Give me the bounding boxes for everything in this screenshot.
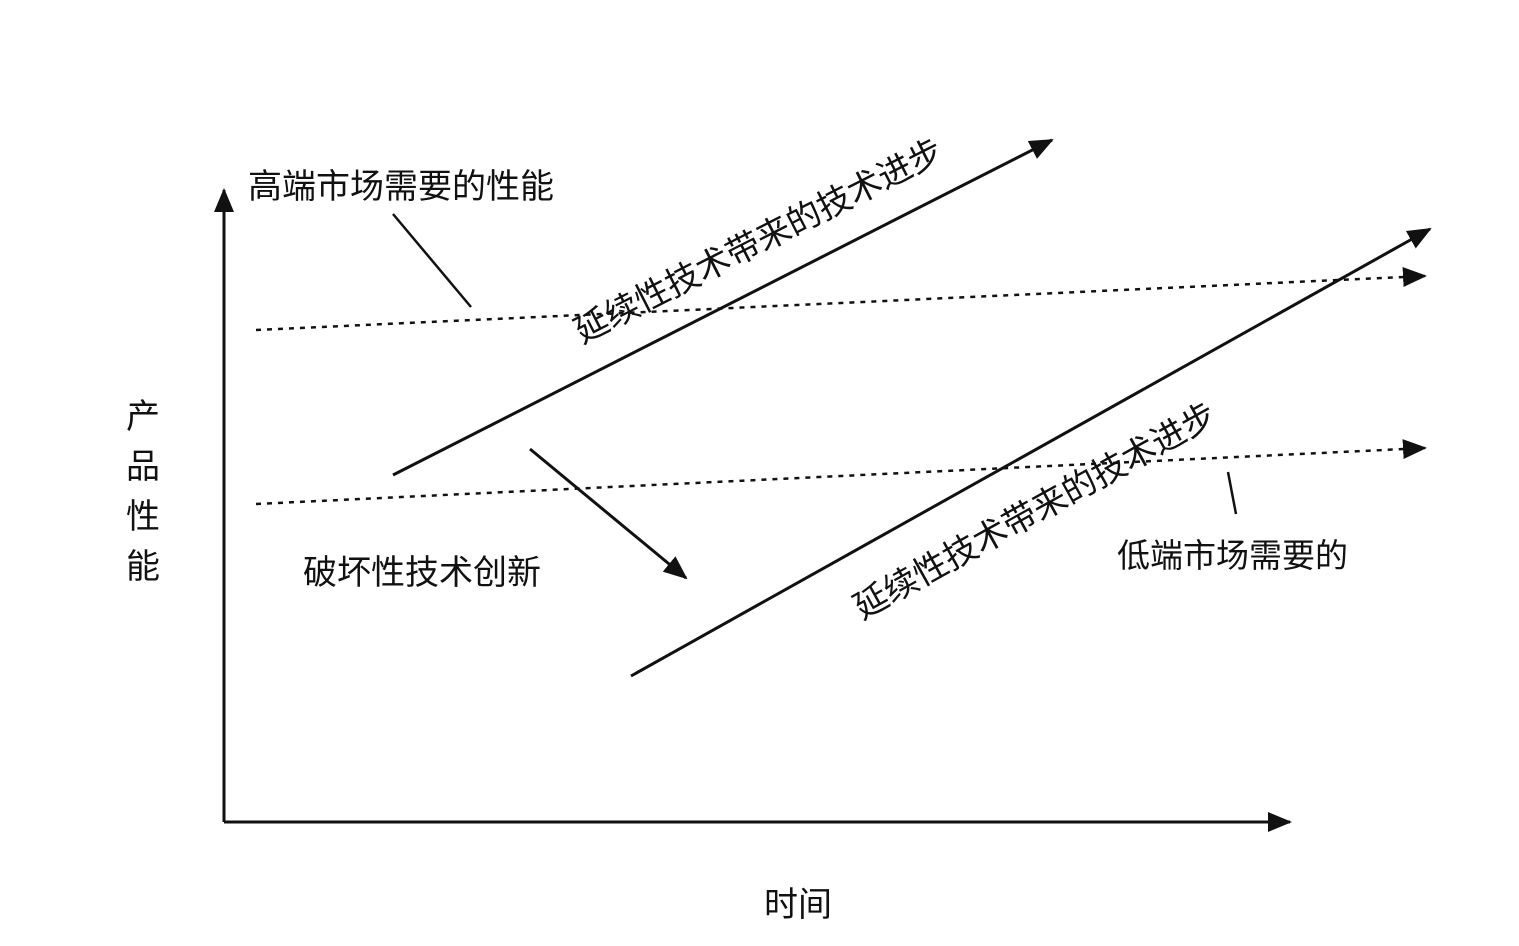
lower-sustaining-trajectory-arrow bbox=[630, 227, 1432, 678]
x-axis-label: 时间 bbox=[764, 885, 832, 925]
disruptive-innovation-label: 破坏性技术创新 bbox=[303, 553, 541, 593]
low-market-leader-line bbox=[1226, 471, 1238, 515]
upper-sustaining-trajectory-arrow bbox=[392, 138, 1054, 477]
high-market-demand-line bbox=[255, 267, 1427, 332]
high-market-leader-line bbox=[392, 213, 472, 308]
disruptive-innovation-arrow bbox=[529, 447, 688, 580]
lower-sustaining-label: 延续性技术带来的技术进步 bbox=[847, 395, 1223, 628]
y-axis-label: 产品性能 bbox=[126, 397, 160, 587]
low-market-label: 低端市场需要的 bbox=[1117, 536, 1348, 575]
upper-sustaining-label: 延续性技术带来的技术进步 bbox=[568, 131, 950, 352]
high-market-label: 高端市场需要的性能 bbox=[248, 167, 554, 207]
low-market-demand-line bbox=[255, 439, 1427, 506]
